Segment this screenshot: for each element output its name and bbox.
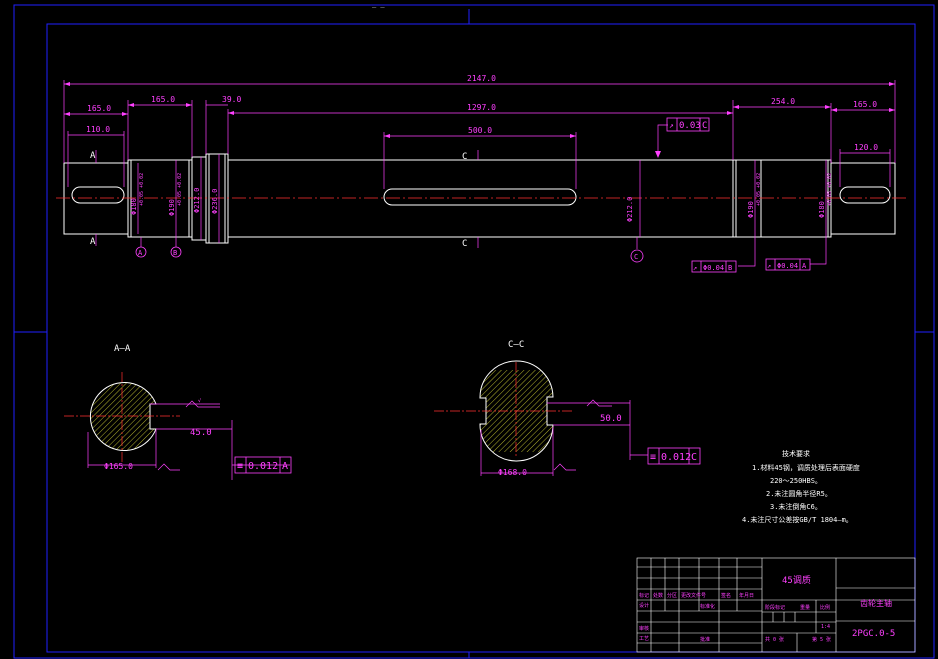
- keyway-left: [71, 186, 125, 204]
- section-cc-depth: 50.0: [600, 414, 622, 424]
- gdt-b-value: Φ0.04: [703, 264, 724, 272]
- gdt-runout-b: ↗ Φ0.04 B: [691, 260, 737, 273]
- gdt-top-value: 0.03: [679, 121, 701, 131]
- dia-236: Φ236.0: [211, 189, 219, 214]
- tb-material: 45调质: [782, 574, 811, 586]
- notes-line-2: 220～250HBS。: [770, 477, 822, 485]
- section-aa-title: A—A: [114, 344, 131, 354]
- dia-left-end: Φ180: [130, 198, 138, 215]
- runout-arrow-icon: ↗: [669, 121, 674, 130]
- roughness-icon: √: [198, 398, 201, 404]
- drawing-frame: [13, 4, 935, 659]
- tol-journal-a: +0.05 +0.02: [177, 173, 183, 206]
- arrowheads: [64, 82, 895, 158]
- datum-a: A: [138, 249, 143, 257]
- tb-drawing-no: 2PGC.0-5: [852, 629, 895, 639]
- cut-label-c-top: C: [462, 152, 467, 162]
- dia-journal-a: Φ190: [168, 199, 176, 216]
- tol-journal-b: +0.05 +0.02: [756, 173, 762, 206]
- dim-keyway-mid: 500.0: [468, 126, 492, 135]
- cut-label-a-bottom: A: [90, 237, 96, 247]
- cut-label-c-bottom: C: [462, 239, 467, 249]
- datum-b: B: [173, 249, 177, 257]
- dia-body: Φ212.0: [626, 197, 634, 222]
- dim-journal-a: 165.0: [151, 95, 175, 104]
- section-aa-depth: 45.0: [190, 428, 212, 438]
- section-cc: C—C 50.0 Φ168.0 ≡ 0.012 C: [434, 340, 701, 477]
- symmetry-icon: ≡: [237, 461, 243, 472]
- tb-sheet-no: 第 5 张: [812, 636, 831, 643]
- keyway-right: [839, 186, 891, 204]
- dim-keyway-left: 110.0: [86, 125, 110, 134]
- tb-check: 审核: [639, 625, 649, 632]
- dia-right-end: Φ180: [818, 201, 826, 218]
- notes-title: 技术要求: [782, 449, 810, 458]
- section-aa-dia: Φ165.0: [104, 462, 133, 471]
- tol-left-end: +0.05 +0.02: [139, 173, 145, 206]
- notes-line-5: 4.未注尺寸公差按GB/T 1804—m。: [742, 515, 853, 524]
- tb-design: 设计: [639, 602, 649, 609]
- notes-line-3: 2.未注圆角半径R5。: [766, 489, 832, 498]
- datum-markers: A B C: [135, 246, 644, 263]
- sym-aa-datum: A: [282, 461, 288, 472]
- gdt-top-datum: C: [702, 121, 707, 131]
- tb-head-change: 更改文件号: [681, 592, 706, 599]
- tb-stage: 阶段标记: [765, 604, 785, 611]
- gdt-runout-a: ↗ Φ0.04 A: [765, 258, 811, 271]
- sym-cc-datum: C: [691, 452, 697, 463]
- diameter-texts: Φ180 +0.05 +0.02 Φ190 +0.05 +0.02 Φ212.0…: [130, 173, 833, 222]
- runout-a-icon: ↗: [767, 262, 771, 270]
- gdt-b-datum: B: [728, 264, 732, 272]
- tb-head-zone: 分区: [667, 592, 677, 599]
- tb-head-count: 处数: [653, 592, 663, 599]
- shaft-outline: [63, 153, 896, 244]
- tb-standard: 标准化: [700, 603, 715, 610]
- dim-left-end: 165.0: [87, 104, 111, 113]
- dim-right-end: 165.0: [853, 100, 877, 109]
- tol-right-end: +0.05 +0.02: [827, 173, 833, 206]
- tb-weight: 重量: [800, 604, 810, 611]
- keyway-mid: [383, 188, 577, 206]
- tb-head-sign: 签名: [721, 592, 731, 599]
- title-block: 标记 处数 分区 更改文件号 签名 年月日 设计 标准化 阶段标记 重量 比例 …: [636, 557, 916, 653]
- dim-collar: 39.0: [222, 95, 241, 104]
- gdt-a-datum: A: [802, 262, 807, 270]
- tb-process: 工艺: [639, 636, 649, 642]
- tb-scale-value: 1:4: [821, 624, 830, 630]
- cut-label-a-top: A: [90, 151, 96, 161]
- gdt-runout-top: ↗ 0.03 C: [666, 117, 710, 132]
- tb-head-mark: 标记: [639, 592, 649, 599]
- tb-part-name: 齿轮主轴: [860, 598, 892, 608]
- technical-notes: 技术要求 1.材料45钢，调质处理后表面硬度 220～250HBS。 2.未注圆…: [742, 449, 860, 524]
- dim-middle: 1297.0: [467, 103, 496, 112]
- dimension-lines: [63, 80, 896, 267]
- symmetry-c-icon: ≡: [650, 452, 656, 463]
- dim-bearing-right: 254.0: [771, 97, 795, 106]
- runout-b-icon: ↗: [693, 264, 697, 272]
- sym-cc-value: 0.012: [661, 452, 691, 463]
- section-cc-title: C—C: [508, 340, 524, 350]
- dia-212: Φ212.0: [193, 188, 201, 213]
- section-cc-dia: Φ168.0: [498, 468, 527, 477]
- section-cut-labels: A A C C: [90, 151, 467, 249]
- sym-aa-value: 0.012: [248, 461, 278, 472]
- notes-line-1: 1.材料45钢，调质处理后表面硬度: [752, 463, 860, 472]
- dimension-texts: 2147.0 165.0 110.0 165.0 39.0 1297.0 500…: [86, 74, 878, 152]
- top-label: _ _: [372, 0, 385, 8]
- dia-journal-b: Φ190: [747, 201, 755, 218]
- dim-keyway-right: 120.0: [854, 143, 878, 152]
- notes-line-4: 3.未注倒角C6。: [770, 502, 822, 511]
- section-aa: A—A √ 45.0 Φ165.: [64, 344, 292, 480]
- tb-sheets-total: 共 0 张: [765, 636, 784, 643]
- tb-head-date: 年月日: [739, 592, 754, 599]
- tb-scale: 比例: [820, 604, 830, 611]
- gdt-a-value: Φ0.04: [777, 262, 798, 270]
- datum-c: C: [634, 253, 638, 261]
- tb-approve: 批准: [700, 636, 710, 643]
- dim-overall: 2147.0: [467, 74, 496, 83]
